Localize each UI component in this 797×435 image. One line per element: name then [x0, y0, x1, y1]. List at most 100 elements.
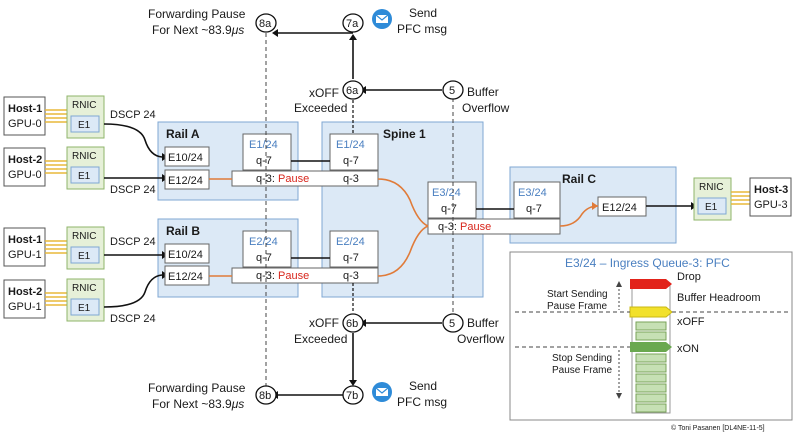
- rail-a-q3-prefix: q-3:: [256, 173, 275, 185]
- spine-port-e3-label: E3/24: [432, 187, 461, 199]
- exceeded-bottom: Exceeded: [294, 332, 347, 346]
- pfc-msg-bottom: PFC msg: [397, 395, 447, 409]
- rail-c-port-e3-label: E3/24: [518, 187, 547, 199]
- start-sending-2: Pause Frame: [547, 301, 607, 312]
- spine-e1-q3: q-3: [343, 173, 359, 185]
- step-8b-label: 8b: [259, 390, 271, 402]
- rail-a-port-e12-label: E12/24: [168, 175, 203, 187]
- host-left-2: Host-2 GPU-0 RNIC E1: [3, 146, 105, 190]
- copyright: © Toni Pasanen [DL4NE-11-5]: [671, 424, 765, 432]
- fwd-pause-bottom-unit: μs: [231, 397, 245, 411]
- step-6b-label: 6b: [346, 318, 358, 330]
- overflow-top: Overflow: [462, 101, 510, 115]
- rail-b-pause: Pause: [278, 270, 309, 282]
- buffer-headroom-label: Buffer Headroom: [677, 292, 761, 304]
- host-name: Host-1: [8, 103, 42, 115]
- stop-sending-2: Pause Frame: [552, 365, 612, 376]
- step-6a-label: 6a: [346, 85, 359, 97]
- drop-marker: [630, 279, 672, 289]
- dscp-label-1: DSCP 24: [110, 109, 156, 121]
- fwd-pause-bottom-line1: Forwarding Pause: [148, 381, 246, 395]
- rail-c-q7: q-7: [526, 203, 542, 215]
- spine-port-e2-q7: q-7: [343, 252, 359, 264]
- host-gpu: GPU-3: [754, 199, 788, 211]
- step-5b: [442, 313, 464, 333]
- rnic-port: E1: [78, 171, 91, 182]
- rail-b-q7: q-7: [256, 252, 272, 264]
- step-5b-label: 5: [449, 318, 455, 330]
- rail-c-title: Rail C: [562, 172, 596, 186]
- xon-marker: [630, 342, 672, 352]
- rail-a-title: Rail A: [166, 127, 200, 141]
- rail-b-port-e10-label: E10/24: [168, 249, 203, 261]
- mail-icon: [372, 9, 392, 29]
- step-6a: [342, 80, 364, 100]
- step-7b-label: 7b: [346, 390, 358, 402]
- step-8b: [255, 385, 277, 405]
- exceeded-top: Exceeded: [294, 101, 347, 115]
- svg-text:q-3: Pause: q-3: Pause: [256, 173, 309, 185]
- host-gpu: GPU-1: [8, 249, 42, 261]
- spine-port-e1-q7: q-7: [343, 155, 359, 167]
- queue-cells: [635, 321, 667, 413]
- buffer-top: Buffer: [467, 85, 499, 99]
- host-gpu: GPU-1: [8, 301, 42, 313]
- mail-icon: [372, 382, 392, 402]
- spine-title: Spine 1: [383, 127, 426, 141]
- queue-panel-title: E3/24 – Ingress Queue-3: PFC: [565, 256, 730, 270]
- link-host4-railb: [103, 274, 163, 308]
- spine-port-e1-label: E1/24: [336, 139, 365, 151]
- fwd-pause-top-line1: Forwarding Pause: [148, 7, 246, 21]
- link-host1-raila: [103, 123, 163, 158]
- svg-text:q-3: Pause: q-3: Pause: [256, 270, 309, 282]
- flow-q3-b: [377, 225, 429, 277]
- host-left-3: Host-1 GPU-1 RNIC E1: [3, 226, 105, 270]
- send-top: Send: [409, 6, 437, 20]
- spine-e2-q3: q-3: [343, 270, 359, 282]
- rnic-port: E1: [78, 251, 91, 262]
- svg-text:For Next ~83.9μs: For Next ~83.9μs: [152, 397, 244, 411]
- send-bottom: Send: [409, 379, 437, 393]
- xoff-panel-label: xOFF: [677, 316, 705, 328]
- rnic-label: RNIC: [72, 283, 96, 294]
- rail-a-egress-label: E1/24: [249, 139, 278, 151]
- step-5a: [442, 80, 464, 100]
- rail-b-port-e12-label: E12/24: [168, 271, 203, 283]
- spine-port-e3-q7: q-7: [441, 203, 457, 215]
- dscp-label-2: DSCP 24: [110, 184, 156, 196]
- rail-a-pause: Pause: [278, 173, 309, 185]
- host-left-1: Host-1 GPU-0 RNIC E1: [3, 95, 105, 139]
- drop-label: Drop: [677, 271, 701, 283]
- rail-b-q3-prefix: q-3:: [256, 270, 275, 282]
- step-8a: [255, 13, 277, 33]
- spine-q3-prefix: q-3:: [438, 221, 457, 233]
- host-name: Host-2: [8, 154, 42, 166]
- host-name: Host-2: [8, 286, 42, 298]
- step-5a-label: 5: [449, 85, 455, 97]
- rail-b-port-e10: [164, 243, 210, 264]
- fwd-pause-top-unit: μs: [231, 23, 245, 37]
- spine-pause: Pause: [460, 221, 491, 233]
- overflow-bottom: Overflow: [457, 332, 505, 346]
- pfc-msg-top: PFC msg: [397, 22, 447, 36]
- xoff-bottom: xOFF: [309, 316, 339, 330]
- dscp-label-4: DSCP 24: [110, 313, 156, 325]
- start-sending-1: Start Sending: [547, 289, 608, 300]
- fwd-pause-bottom-line2: For Next ~83.9: [152, 397, 232, 411]
- step-7b: [342, 385, 364, 405]
- xon-panel-label: xON: [677, 343, 699, 355]
- rail-b-egress-label: E2/24: [249, 236, 278, 248]
- stop-sending-1: Stop Sending: [552, 353, 612, 364]
- rail-a-port-e10-label: E10/24: [168, 152, 203, 164]
- host-name: Host-1: [8, 234, 42, 246]
- rail-b-title: Rail B: [166, 224, 200, 238]
- rnic-label: RNIC: [72, 151, 96, 162]
- host-left-4: Host-2 GPU-1 RNIC E1: [3, 278, 105, 322]
- rnic-port: E1: [78, 303, 91, 314]
- step-7a: [342, 13, 364, 33]
- host-name: Host-3: [754, 184, 788, 196]
- dscp-label-3: DSCP 24: [110, 236, 156, 248]
- step-8a-label: 8a: [259, 18, 272, 30]
- rail-a-port-e10: [164, 146, 210, 167]
